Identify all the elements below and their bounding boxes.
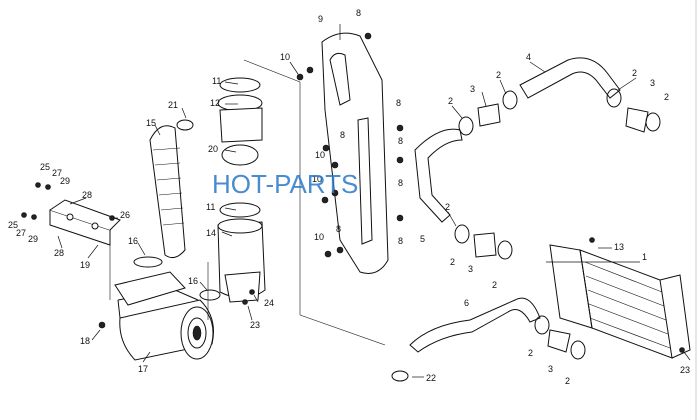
callout-27: 27 bbox=[52, 168, 62, 178]
panel-9 bbox=[321, 32, 389, 274]
callout-29: 29 bbox=[28, 234, 38, 244]
callout-8: 8 bbox=[396, 98, 401, 108]
callout-23: 23 bbox=[250, 320, 260, 330]
callout-28: 28 bbox=[54, 248, 64, 258]
callout-10: 10 bbox=[314, 232, 324, 242]
callout-26: 26 bbox=[120, 210, 130, 220]
callout-3: 3 bbox=[548, 364, 553, 374]
callout-23: 23 bbox=[680, 365, 690, 375]
callout-8: 8 bbox=[336, 224, 341, 234]
bolts bbox=[21, 32, 685, 353]
clamps-16-21 bbox=[133, 119, 221, 301]
callout-6: 6 bbox=[464, 298, 469, 308]
filter-bracket-19 bbox=[49, 199, 121, 246]
callout-25: 25 bbox=[8, 220, 18, 230]
callout-4: 4 bbox=[526, 52, 531, 62]
callout-24: 24 bbox=[264, 298, 274, 308]
callout-11: 11 bbox=[206, 202, 215, 212]
callout-2: 2 bbox=[664, 92, 669, 102]
callout-2: 2 bbox=[632, 68, 637, 78]
callout-2: 2 bbox=[450, 257, 455, 267]
intake-hose-15 bbox=[149, 125, 186, 259]
callout-2: 2 bbox=[445, 202, 450, 212]
elbow-14 bbox=[217, 218, 266, 303]
leader-lines bbox=[57, 24, 691, 378]
callout-9: 9 bbox=[318, 14, 323, 24]
callout-10: 10 bbox=[315, 150, 325, 160]
callout-17: 17 bbox=[138, 364, 148, 374]
callout-13: 13 bbox=[614, 242, 624, 252]
callout-3: 3 bbox=[468, 264, 473, 274]
callout-8: 8 bbox=[356, 8, 361, 18]
callout-22: 22 bbox=[426, 373, 436, 383]
callout-14: 14 bbox=[206, 228, 216, 238]
callout-8: 8 bbox=[340, 130, 345, 140]
callout-19: 19 bbox=[80, 260, 90, 270]
callout-2: 2 bbox=[565, 376, 570, 386]
callout-2: 2 bbox=[496, 70, 501, 80]
callout-5: 5 bbox=[420, 234, 425, 244]
callout-labels: 1 2 2 2 2 2 2 2 2 2 3 3 3 3 4 5 6 8 8 8 … bbox=[8, 8, 690, 386]
intercooler-1 bbox=[549, 244, 691, 359]
callout-1: 1 bbox=[642, 252, 647, 262]
gaskets-11-12-20 bbox=[217, 77, 263, 218]
pipe-4 bbox=[519, 57, 621, 99]
callout-29: 29 bbox=[60, 176, 70, 186]
callout-8: 8 bbox=[398, 178, 403, 188]
callout-12: 12 bbox=[210, 98, 220, 108]
callout-15: 15 bbox=[146, 118, 156, 128]
pipe-5 bbox=[414, 128, 463, 223]
callout-11: 11 bbox=[212, 76, 221, 86]
hose-couplers-3 bbox=[473, 103, 649, 353]
pipe-6 bbox=[409, 297, 541, 353]
callout-28: 28 bbox=[82, 190, 92, 200]
callout-3: 3 bbox=[650, 78, 655, 88]
callout-2: 2 bbox=[448, 96, 453, 106]
callout-8: 8 bbox=[398, 236, 403, 246]
callout-3: 3 bbox=[470, 84, 475, 94]
callout-18: 18 bbox=[80, 336, 90, 346]
callout-16: 16 bbox=[128, 236, 138, 246]
callout-2: 2 bbox=[528, 348, 533, 358]
callout-10: 10 bbox=[312, 174, 322, 184]
callout-2: 2 bbox=[492, 280, 497, 290]
callout-25: 25 bbox=[40, 162, 50, 172]
clamps-2 bbox=[391, 88, 661, 382]
watermark-text: HOT-PARTS bbox=[212, 169, 358, 199]
air-filter-17 bbox=[114, 271, 214, 361]
callout-16: 16 bbox=[188, 276, 198, 286]
callout-20: 20 bbox=[208, 144, 218, 154]
callout-27: 27 bbox=[16, 228, 26, 238]
callout-8: 8 bbox=[398, 136, 403, 146]
callout-21: 21 bbox=[168, 100, 178, 110]
callout-10: 10 bbox=[280, 52, 290, 62]
